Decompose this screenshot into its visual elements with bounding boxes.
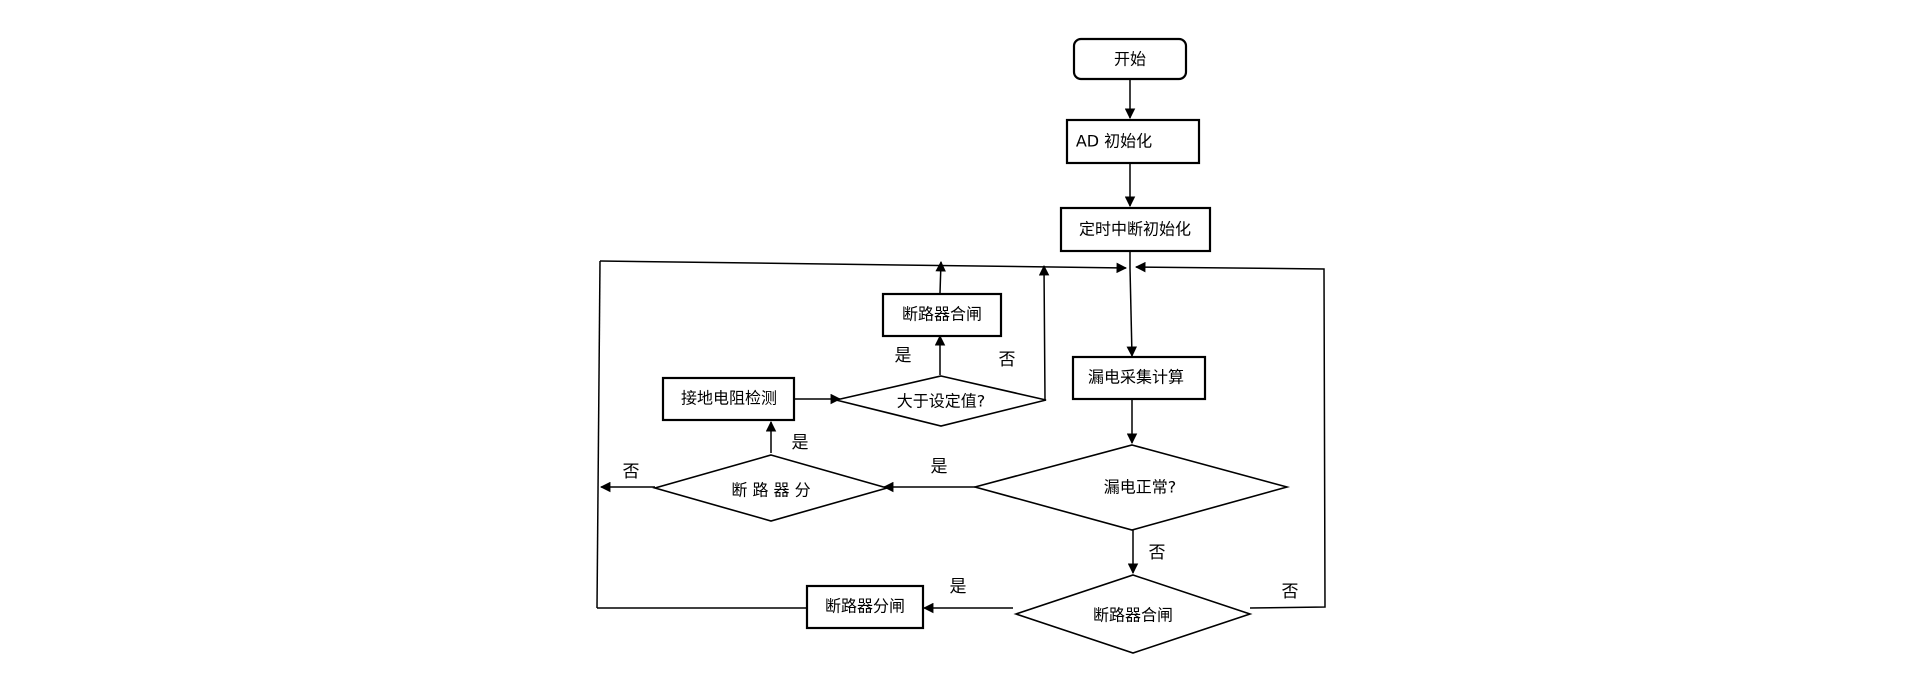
timer-init-label: 定时中断初始化 [1079, 220, 1191, 239]
label-compare-no: 否 [999, 350, 1016, 370]
breaker-close-action-label: 断路器合闸 [902, 305, 982, 324]
label-leak-normal-yes: 是 [931, 457, 948, 477]
ad-init-node: AD 初始化 [1065, 118, 1201, 165]
timer-init-node: 定时中断初始化 [1059, 206, 1212, 253]
breaker-closed-label: 断路器合闸 [1093, 606, 1173, 625]
ad-init-label: AD 初始化 [1076, 132, 1152, 151]
start-label: 开始 [1114, 50, 1146, 69]
label-leak-normal-no: 否 [1149, 543, 1166, 563]
ground-check-label: 接地电阻检测 [681, 389, 777, 408]
loop-top-line [599, 260, 1128, 274]
loop-left-vertical [596, 260, 601, 609]
label-breaker-closed-yes: 是 [950, 577, 967, 597]
start-node: 开始 [1072, 37, 1188, 81]
nodes: 开始 AD 初始化 定时中断初始化 漏电采集计算 漏电正常? 断路器合闸 [652, 37, 1291, 654]
leak-normal-label: 漏电正常? [1104, 478, 1177, 497]
label-open-check-yes: 是 [792, 433, 809, 453]
leak-normal-decision: 漏电正常? [971, 444, 1291, 531]
leak-calc-node: 漏电采集计算 [1071, 355, 1207, 401]
breaker-closed-decision: 断路器合闸 [1013, 574, 1253, 654]
label-open-check-no: 否 [623, 462, 640, 482]
edge-labels: 是 否 是 否 是 否 是 否 [623, 346, 1299, 602]
breaker-close-action-node: 断路器合闸 [881, 292, 1003, 338]
compare-decision: 大于设定值? [835, 375, 1047, 427]
compare-label: 大于设定值? [897, 392, 986, 411]
breaker-open-decision: 断 路 器 分 [652, 454, 890, 522]
connectors [596, 80, 1326, 614]
edge-loop-to-leak-calc [1126, 267, 1138, 358]
edge-close-action-to-loop [935, 260, 946, 294]
ground-check-node: 接地电阻检测 [661, 376, 796, 422]
breaker-open-action-label: 断路器分闸 [825, 597, 905, 616]
label-compare-yes: 是 [895, 346, 912, 366]
leak-calc-label: 漏电采集计算 [1088, 368, 1184, 387]
edge-breaker-closed-no [1134, 261, 1326, 609]
breaker-open-action-node: 断路器分闸 [805, 584, 925, 630]
breaker-open-check-label: 断 路 器 分 [731, 481, 810, 500]
edge-compare-no [1038, 264, 1050, 401]
label-breaker-closed-no: 否 [1282, 582, 1299, 602]
